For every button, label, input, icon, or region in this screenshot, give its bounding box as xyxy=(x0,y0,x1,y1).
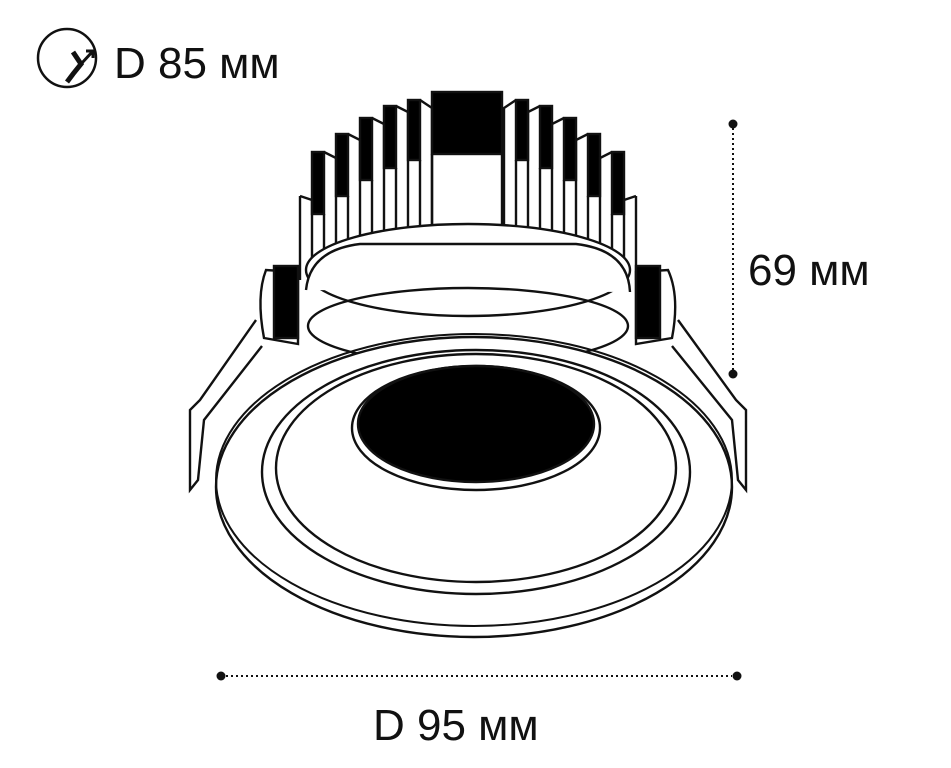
height-dimension xyxy=(728,119,738,379)
cutout-diameter-label: D 85 мм xyxy=(114,39,280,88)
housing-body xyxy=(304,222,632,366)
cutout-diameter-icon xyxy=(36,27,98,89)
width-dimension xyxy=(216,671,742,681)
right-mounting-spring xyxy=(634,264,748,494)
heatsink xyxy=(298,90,638,280)
left-mounting-spring xyxy=(188,264,300,494)
height-label: 69 мм xyxy=(748,246,870,295)
lens-opening xyxy=(350,364,602,492)
width-label: D 95 мм xyxy=(373,701,539,750)
